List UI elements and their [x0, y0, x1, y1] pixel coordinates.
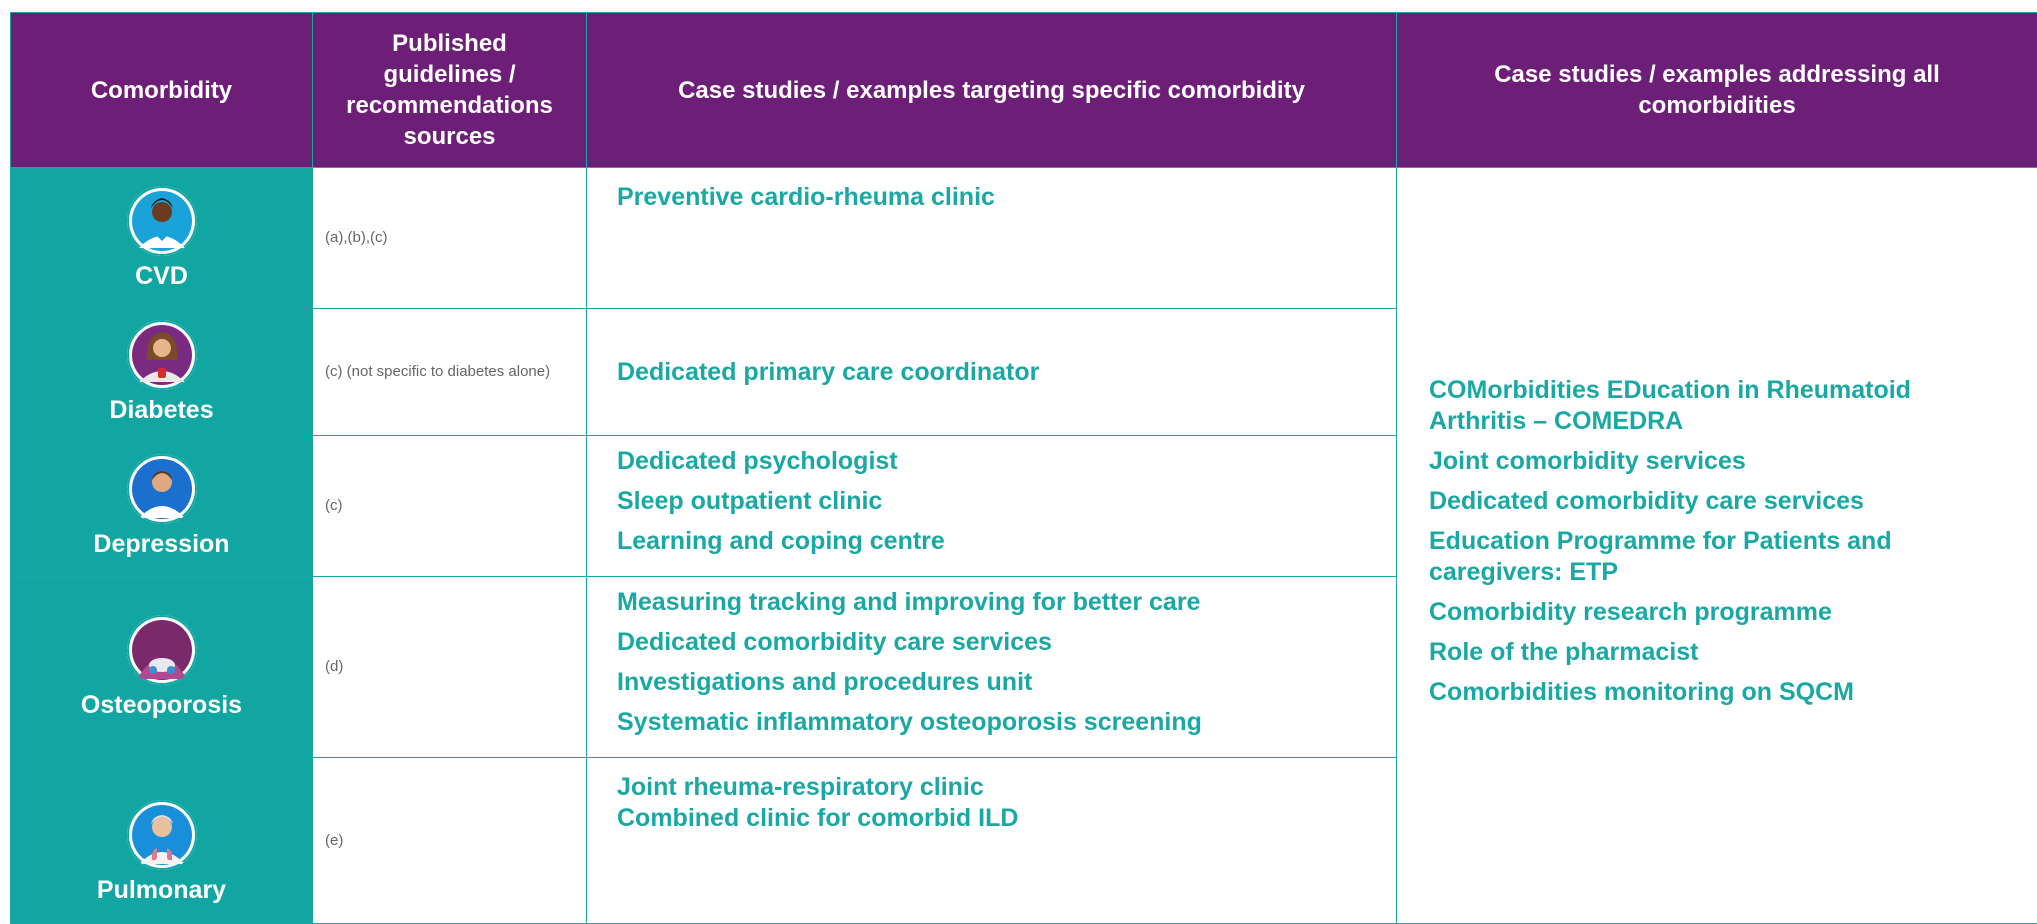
cases-cell: Preventive cardio-rheuma clinic: [586, 167, 1397, 309]
all-case-item: Comorbidities monitoring on SQCM: [1429, 677, 1854, 706]
diabetes-avatar-icon: [126, 319, 197, 390]
case-item: Combined clinic for comorbid ILD: [617, 804, 1019, 832]
header-comorbidity: Comorbidity: [10, 12, 313, 168]
case-item: Investigations and procedures unit: [617, 668, 1033, 696]
all-case-item: Joint comorbidity services: [1429, 446, 1746, 475]
all-cases-cell: COMorbidities EDucation in Rheumatoid Ar…: [1396, 167, 2037, 924]
condition-name: Pulmonary: [96, 876, 227, 904]
cases-cell: Dedicated psychologist Sleep outpatient …: [586, 435, 1397, 577]
all-case-item: Dedicated comorbidity care services: [1429, 486, 1864, 515]
source-cell: (e): [312, 757, 587, 924]
source-cell: (c) (not specific to diabetes alone): [312, 308, 587, 436]
condition-cell: Diabetes: [10, 308, 313, 436]
pulmonary-avatar-icon: [126, 800, 197, 870]
source-cell: (c): [312, 435, 587, 577]
cases-cell: Dedicated primary care coordinator: [586, 308, 1397, 436]
condition-name: Depression: [93, 529, 230, 558]
all-case-item: COMorbidities EDucation in Rheumatoid Ar…: [1429, 375, 1911, 435]
case-item: Preventive cardio-rheuma clinic: [617, 183, 995, 211]
condition-cell: Osteoporosis: [10, 576, 313, 758]
condition-name: Osteoporosis: [80, 690, 243, 719]
header-all-cases: Case studies / examples addressing all c…: [1396, 12, 2037, 168]
comorbidity-table: Comorbidity Published guidelines / recom…: [10, 12, 2037, 924]
cases-cell: Joint rheuma-respiratory clinic Combined…: [586, 757, 1397, 924]
header-specific-cases: Case studies / examples targeting specif…: [586, 12, 1397, 168]
header-guidelines: Published guidelines / recommendations s…: [312, 12, 587, 168]
cases-cell: Measuring tracking and improving for bet…: [586, 576, 1397, 758]
case-item: Measuring tracking and improving for bet…: [617, 588, 1201, 616]
condition-name: CVD: [135, 261, 188, 290]
comorbidity-table-container: Comorbidity Published guidelines / recom…: [10, 12, 2037, 924]
all-case-item: Comorbidity research programme: [1429, 597, 1832, 626]
table-row: Depression (c) Dedicated psychologist Sl…: [10, 435, 2037, 577]
case-item: Joint rheuma-respiratory clinic: [617, 773, 984, 801]
table-row: Pulmonary (e) Joint rheuma-respiratory c…: [10, 757, 2037, 924]
all-case-item: Role of the pharmacist: [1429, 637, 1699, 666]
condition-cell: Depression: [10, 435, 313, 577]
case-item: Dedicated primary care coordinator: [617, 357, 1040, 386]
case-item: Sleep outpatient clinic: [617, 487, 883, 515]
condition-name: Diabetes: [109, 395, 214, 424]
case-item: Systematic inflammatory osteoporosis scr…: [617, 708, 1202, 736]
condition-cell: Pulmonary: [10, 757, 313, 924]
cvd-avatar-icon: [126, 185, 197, 256]
case-item: Dedicated comorbidity care services: [617, 628, 1052, 656]
header-row: Comorbidity Published guidelines / recom…: [10, 12, 2037, 168]
condition-cell: CVD: [10, 167, 313, 309]
table-row: CVD (a),(b),(c) Preventive cardio-rheuma…: [10, 167, 2037, 924]
all-case-item: Education Programme for Patients and car…: [1429, 526, 1892, 586]
source-cell: (a),(b),(c): [312, 167, 587, 309]
osteoporosis-avatar-icon: [126, 614, 197, 685]
depression-avatar-icon: [126, 453, 197, 524]
case-item: Dedicated psychologist: [617, 447, 898, 475]
source-cell: (d): [312, 576, 587, 758]
case-item: Learning and coping centre: [617, 527, 945, 555]
table-row: Diabetes (c) (not specific to diabetes a…: [10, 308, 2037, 436]
table-row: Osteoporosis (d) Measuring tracking and …: [10, 576, 2037, 758]
